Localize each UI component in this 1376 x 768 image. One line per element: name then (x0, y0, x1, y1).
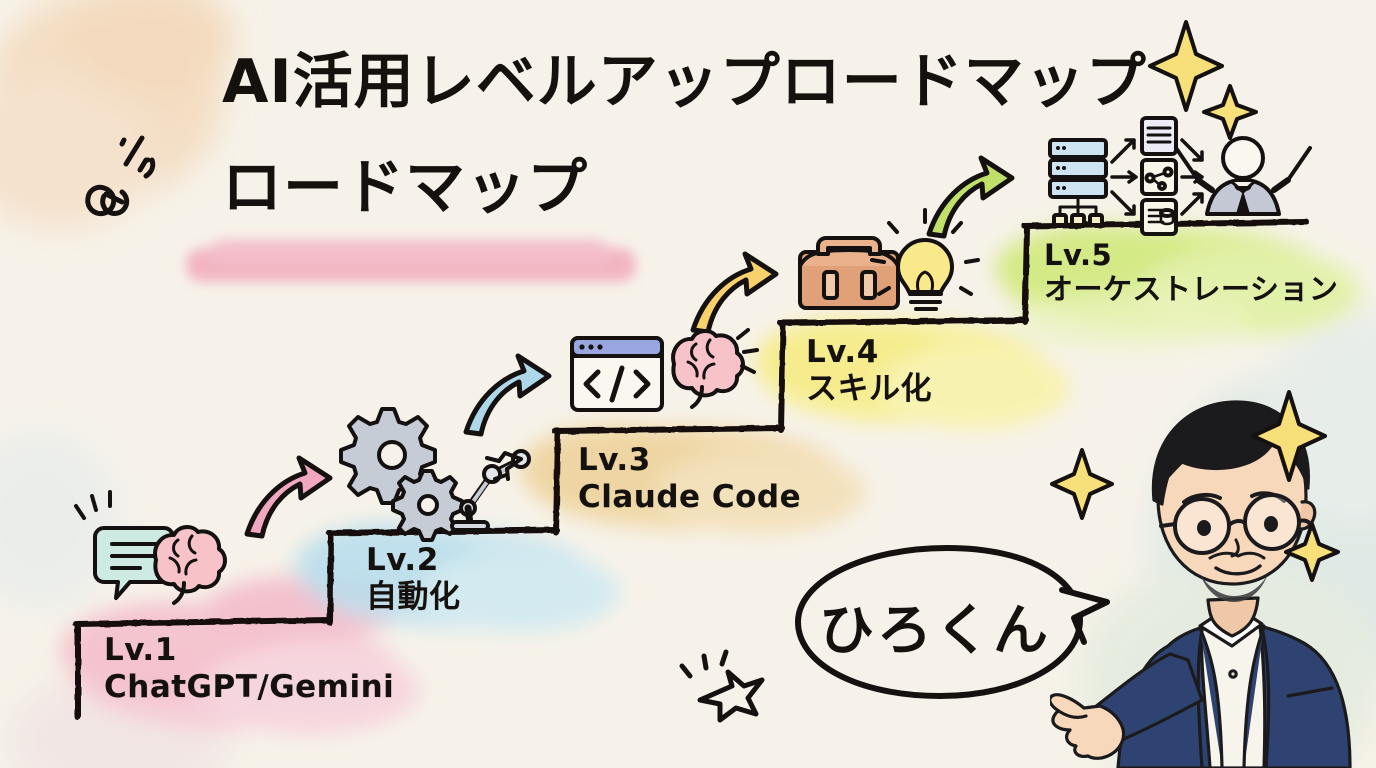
step-level-lv5: Lv.5 (1044, 238, 1113, 272)
arrow-lv4-to-lv5 (926, 155, 1015, 239)
sparkle-lines-lv3 (736, 328, 759, 374)
brain-icon-lv3 (671, 329, 745, 409)
arrow-lv2-to-lv3 (463, 353, 552, 437)
step-name-lv5: オーケストレーション (1044, 272, 1339, 307)
sparkle-icon (1202, 84, 1258, 140)
title-line-2: ロードマップ (222, 153, 588, 223)
wash-lv2 (295, 523, 620, 632)
step-level-lv4: Lv.4 (806, 334, 879, 370)
document-card-icon (1140, 116, 1178, 156)
step-label-lv1: Lv.1 ChatGPT/Gemini (104, 632, 394, 705)
cloud-doodle (85, 135, 156, 217)
step-label-lv3: Lv.3 Claude Code (578, 442, 801, 515)
sparkle-icon (1284, 522, 1340, 582)
step-level-lv3: Lv.3 (578, 442, 651, 478)
server-rack-icon (1048, 138, 1108, 227)
arrow-lv3-to-lv4 (690, 251, 779, 335)
sparkle-icon (1148, 20, 1224, 112)
sparkle-icon (1251, 390, 1327, 482)
lightbulb-icon (870, 208, 980, 311)
step-level-lv2: Lv.2 (366, 542, 439, 578)
corner-wash-top-left (0, 0, 235, 230)
star-doodle (679, 649, 765, 723)
flow-card-icon (1140, 158, 1178, 196)
step-label-lv4: Lv.4 スキル化 (806, 334, 932, 407)
brain-icon (153, 525, 227, 605)
step-name-lv1: ChatGPT/Gemini (104, 668, 395, 705)
gears-icon (339, 407, 464, 542)
wash-lv1 (60, 576, 420, 735)
step-level-lv1: Lv.1 (104, 632, 177, 668)
title-highlight (186, 240, 636, 282)
speech-bubble-text: ひろくん (818, 598, 1051, 662)
wash-lv4 (755, 318, 1070, 430)
wash-lv3 (520, 424, 865, 534)
flow-arrows-lv5 (1110, 138, 1204, 216)
step-label-lv2: Lv.2 自動化 (366, 542, 461, 615)
step-name-lv4: スキル化 (806, 370, 932, 407)
sparkle-icon (1050, 448, 1114, 520)
arrow-lv1-to-lv2 (244, 455, 333, 539)
title-line-1: AI活用レベルアップロードマップ (222, 47, 1147, 117)
page-title: AI活用レベルアップロードマップ ロードマップ (222, 52, 1202, 218)
data-card-icon (1140, 198, 1178, 236)
wash-lv5 (995, 224, 1360, 350)
sparkle-lines-lv1 (74, 490, 112, 520)
step-name-lv3: Claude Code (578, 478, 802, 515)
code-window-icon (570, 336, 664, 412)
speech-bubble (795, 545, 1110, 699)
robot-arm-icon (450, 449, 531, 532)
step-name-lv2: 自動化 (366, 578, 461, 615)
conductor-icon (1174, 136, 1312, 216)
step-label-lv5: Lv.5 オーケストレーション (1044, 238, 1338, 306)
